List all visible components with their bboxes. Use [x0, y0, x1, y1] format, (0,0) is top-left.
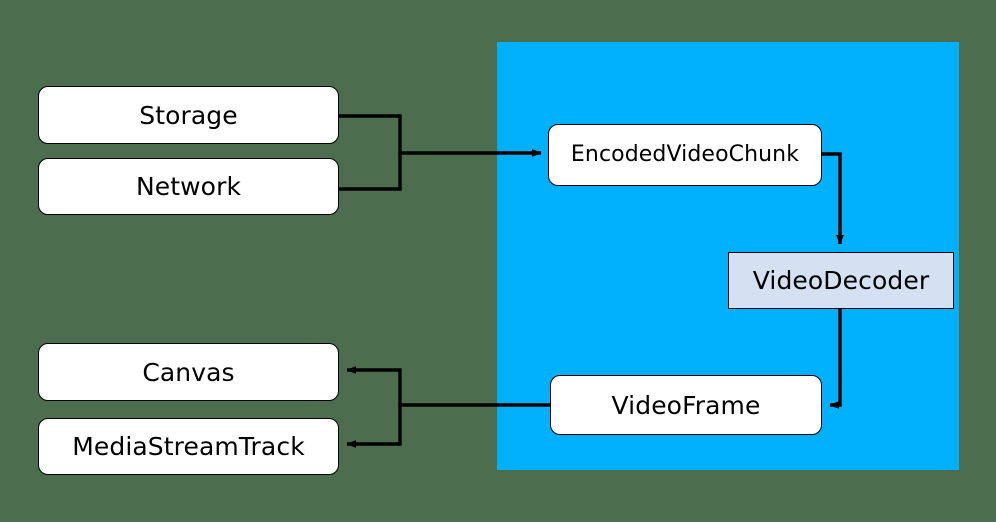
node-videodecoder[interactable]: VideoDecoder	[728, 252, 954, 309]
node-storage[interactable]: Storage	[38, 86, 339, 144]
edge-storage-to-encodedvideochunk	[337, 114, 402, 155]
edge-split-to-canvas	[346, 366, 402, 405]
edge-network-to-encodedvideochunk	[337, 151, 402, 191]
node-canvas[interactable]: Canvas	[38, 343, 339, 401]
node-network[interactable]: Network	[38, 158, 339, 215]
node-encodedvideochunk[interactable]: EncodedVideoChunk	[548, 124, 822, 186]
node-mediastreamtrack[interactable]: MediaStreamTrack	[38, 418, 339, 475]
edge-split-to-mediastreamtrack	[346, 405, 402, 448]
node-videoframe[interactable]: VideoFrame	[550, 375, 822, 435]
